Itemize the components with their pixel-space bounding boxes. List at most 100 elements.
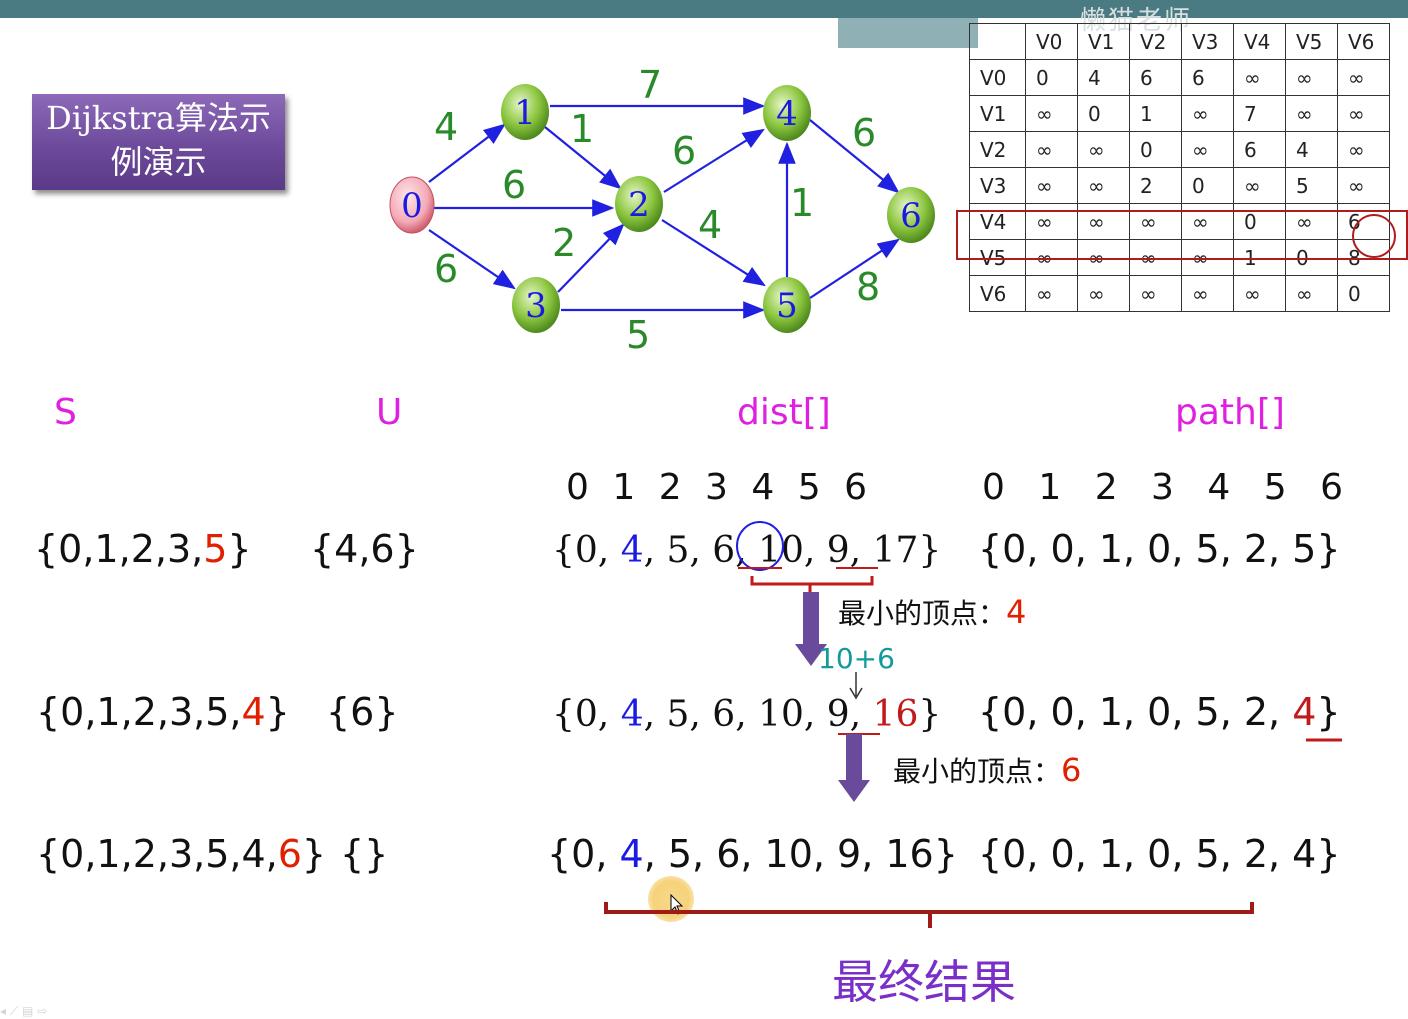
dist-part: } <box>918 694 942 735</box>
dist-part: , 5, 6, 10, 9, <box>643 694 873 735</box>
arrow-down-1 <box>795 592 827 666</box>
title-line-1: Dijkstra算法示 <box>46 99 271 137</box>
matrix-cell: ∞ <box>1233 167 1286 204</box>
weight-3-2: 2 <box>552 221 576 265</box>
dist-part: 4 <box>620 694 644 735</box>
min-value: 6 <box>1061 751 1082 789</box>
matrix-cell: V5 <box>1285 23 1338 60</box>
matrix-cell: 0 <box>1025 59 1078 96</box>
s-prefix: {0,1,2,3, <box>34 527 204 571</box>
title-box: Dijkstra算法示 例演示 <box>32 94 285 190</box>
path-part: {0, 0, 1, 0, 5, 2, <box>978 690 1293 734</box>
matrix-cell: ∞ <box>1285 59 1338 96</box>
weight-0-1: 4 <box>434 105 458 149</box>
matrix-cell: V3 <box>969 167 1026 204</box>
matrix-cell: ∞ <box>1233 275 1286 312</box>
min-label: 最小的顶点： <box>893 755 1062 788</box>
slide-toolbar[interactable]: ◂ ⟋ ▤ ⇨ <box>0 1004 48 1018</box>
matrix-cell: ∞ <box>1285 95 1338 132</box>
dist-part: {0, <box>547 832 620 876</box>
matrix-cell: ∞ <box>1181 131 1234 168</box>
weight-5-6: 8 <box>856 265 880 309</box>
header-s: S <box>54 392 77 433</box>
graph-nodes: 0 1 2 3 4 5 6 <box>389 84 935 333</box>
dist-part: {0, <box>552 694 621 735</box>
weight-0-2: 6 <box>502 163 526 207</box>
matrix-cell: 6 <box>1181 59 1234 96</box>
matrix-cell: 1 <box>1233 239 1286 276</box>
matrix-cell: ∞ <box>1285 275 1338 312</box>
matrix-cell: V6 <box>969 275 1026 312</box>
matrix-cell: ∞ <box>1077 131 1130 168</box>
edge-2-5 <box>661 219 766 287</box>
edge-weights: 4 6 6 7 1 2 6 4 5 1 6 8 <box>434 63 880 357</box>
matrix-cell: 6 <box>1129 59 1182 96</box>
graph-edges <box>428 97 900 319</box>
s-suffix: } <box>227 527 252 571</box>
weight-0-3: 6 <box>434 247 458 291</box>
dist-part: 4 <box>619 832 644 876</box>
matrix-cell: 4 <box>1285 131 1338 168</box>
matrix-cell: 0 <box>1129 131 1182 168</box>
dist-part: , 5, 6, 10, 9, 16} <box>643 832 958 876</box>
matrix-cell: V2 <box>969 131 1026 168</box>
row1-s: {0,1,2,3,5} <box>34 527 252 571</box>
row2-path: {0, 0, 1, 0, 5, 2, 4} <box>978 690 1341 734</box>
header-path: path[] <box>1175 392 1285 433</box>
title-line-2: 例演示 <box>110 143 207 181</box>
node-2 <box>615 176 663 232</box>
top-bar <box>0 0 1408 18</box>
calc-arrow <box>849 672 863 700</box>
v4-v6-circle <box>1352 214 1396 258</box>
dist-part: , 5, 6, 10, 9, 17} <box>643 530 942 571</box>
matrix-cell: ∞ <box>1129 239 1182 276</box>
edge-0-1 <box>428 123 506 183</box>
matrix-cell: 1 <box>1129 95 1182 132</box>
matrix-cell: ∞ <box>1337 59 1390 96</box>
node-1 <box>501 84 549 140</box>
matrix-cell: 0 <box>1337 275 1390 312</box>
node-5-label: 5 <box>776 286 798 326</box>
node-5 <box>763 277 811 333</box>
min-vertex-note-2: 最小的顶点：6 <box>893 750 1081 790</box>
row1-markings <box>736 521 878 592</box>
matrix-cell: ∞ <box>1181 275 1234 312</box>
matrix-cell: ∞ <box>1337 95 1390 132</box>
row1-path: {0, 0, 1, 0, 5, 2, 5} <box>978 527 1341 571</box>
matrix-cell: V1 <box>1077 23 1130 60</box>
matrix-cell: V4 <box>969 203 1026 240</box>
weight-5-4: 1 <box>790 181 814 225</box>
row1-u: {4,6} <box>310 527 419 571</box>
matrix-cell: ∞ <box>1025 131 1078 168</box>
dist-part: 4 <box>620 530 644 571</box>
s-new: 6 <box>277 832 302 876</box>
edge-5-6 <box>809 238 900 299</box>
node-3-label: 3 <box>525 286 547 326</box>
node-3 <box>512 277 560 333</box>
node-0 <box>389 176 435 234</box>
matrix-cell: V1 <box>969 95 1026 132</box>
matrix-cell: ∞ <box>1129 275 1182 312</box>
matrix-cell: ∞ <box>1025 167 1078 204</box>
matrix-cell: 5 <box>1285 167 1338 204</box>
node-6-label: 6 <box>900 196 922 236</box>
matrix-cell: ∞ <box>1025 95 1078 132</box>
matrix-cell: 0 <box>1233 203 1286 240</box>
calc-note: 10+6 <box>818 642 895 675</box>
header-u: U <box>376 392 403 433</box>
weight-2-4: 6 <box>672 129 696 173</box>
row2-u: {6} <box>326 690 399 734</box>
min-label: 最小的顶点： <box>838 597 1007 630</box>
weight-4-6: 6 <box>852 111 876 155</box>
row3-path: {0, 0, 1, 0, 5, 2, 4} <box>978 832 1341 876</box>
node-4-label: 4 <box>776 94 798 134</box>
path-new-value: 4 <box>1292 690 1317 734</box>
row2-underlines <box>838 733 1342 742</box>
path-index: 0 1 2 3 4 5 6 <box>982 467 1343 508</box>
edge-3-2 <box>557 223 625 293</box>
